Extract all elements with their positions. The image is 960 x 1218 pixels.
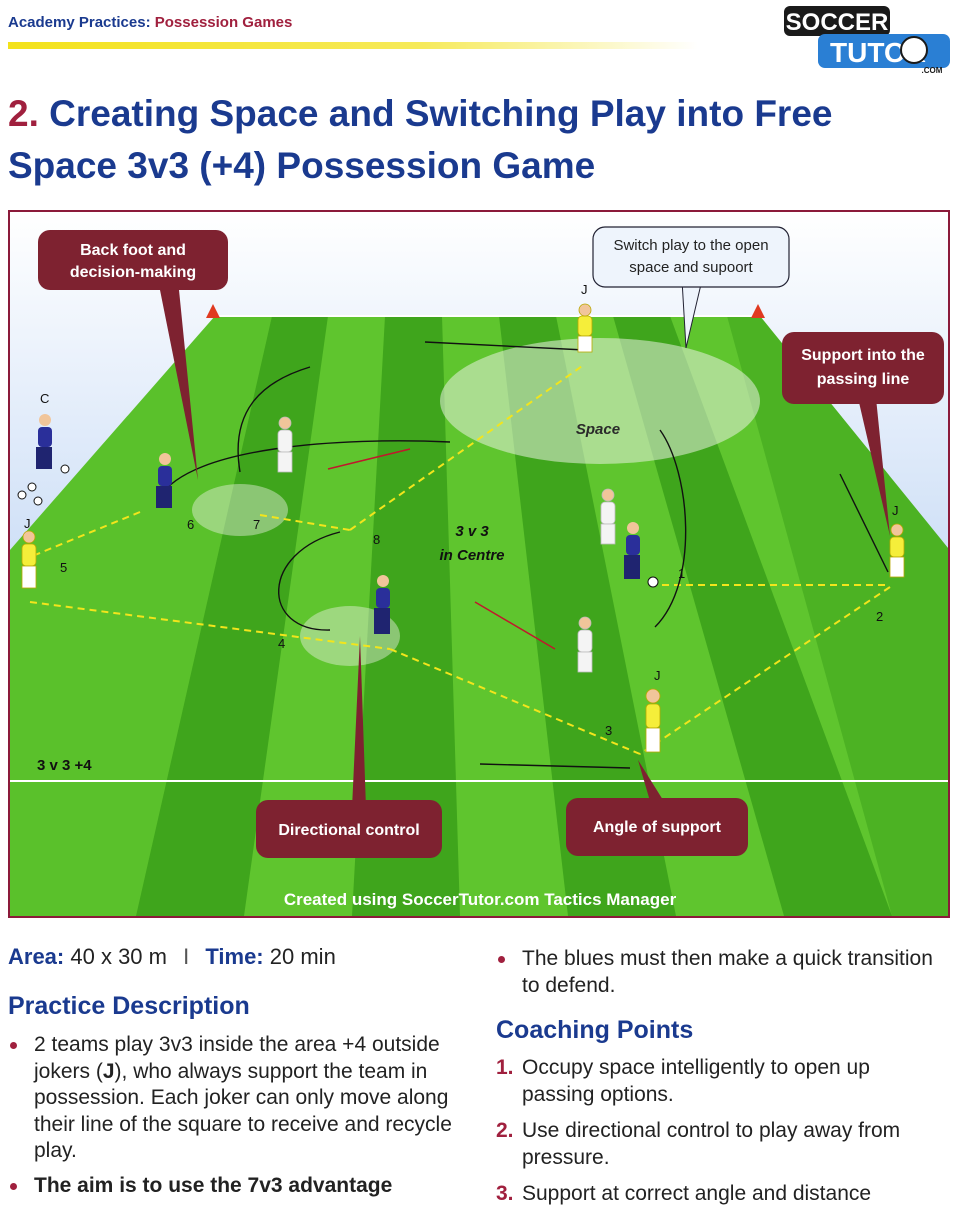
cone-icon [206, 304, 220, 318]
cone-icon [751, 304, 765, 318]
title-number: 2. [8, 93, 39, 134]
practice-description-list-2: The blues must then make a quick transit… [496, 946, 946, 1007]
coaching-point-2: 2.Use directional control to play away f… [496, 1119, 901, 1169]
player-blue [36, 414, 640, 634]
pass-number: 8 [373, 532, 380, 547]
callout-switch-play: Switch play to the open space and supoor… [592, 226, 790, 349]
space-label: Space [576, 421, 620, 438]
player-white [277, 416, 616, 673]
callout-angle: Angle of support [566, 760, 748, 856]
area-time-line: Area: 40 x 30 m I Time: 20 min [8, 944, 336, 970]
joker-label: J [581, 282, 588, 297]
callout-support-line: Support into the passing line [782, 332, 944, 536]
pass-number: 3 [605, 723, 612, 738]
run-arrows [159, 341, 889, 769]
coaching-point-3: 3.Support at correct angle and distance [496, 1182, 872, 1205]
header-underline [8, 42, 698, 49]
space-zone [440, 338, 760, 464]
callout-back-foot-line1: Back foot and [80, 242, 186, 259]
separator: I [183, 944, 190, 969]
series-header: Academy Practices: Possession Games [8, 14, 292, 31]
pass-number: 4 [278, 636, 285, 651]
ball-icon [900, 36, 928, 64]
joker-letter: J [102, 1059, 115, 1083]
page-title: 2. Creating Space and Switching Play int… [8, 88, 948, 192]
callout-directional-text: Directional control [278, 822, 419, 839]
pass-number: 7 [253, 517, 260, 532]
corner-label: 3 v 3 +4 [37, 757, 92, 774]
callout-back-foot-line2: decision-making [70, 264, 196, 281]
joker-label: J [654, 668, 661, 683]
callout-support-line2: passing line [817, 371, 910, 388]
coaching-points-list: 1.Occupy space intelligently to open up … [496, 1055, 946, 1218]
control-zone [192, 484, 288, 536]
time-label: Time: [205, 944, 264, 969]
pass-number: 1 [678, 566, 685, 581]
soccertutor-logo: SOCCER TUTOR .COM [784, 6, 950, 74]
series-topic: Possession Games [154, 14, 293, 31]
defender-run [474, 601, 556, 650]
practice-bullet-3: The blues must then make a quick transit… [496, 946, 946, 999]
grass-field [10, 316, 948, 916]
series-label: Academy Practices: [8, 14, 151, 31]
ball-icon [17, 464, 659, 588]
coaching-points-heading: Coaching Points [496, 1016, 694, 1044]
coach-label: C [40, 391, 49, 406]
pass-number: 5 [60, 560, 67, 575]
practice-description-list: 2 teams play 3v3 inside the area +4 outs… [8, 1032, 456, 1207]
callout-support-line1: Support into the [801, 347, 925, 364]
diagram-credit: Created using SoccerTutor.com Tactics Ma… [284, 890, 677, 909]
callout-switch-line1: Switch play to the open [613, 237, 768, 254]
player-joker [21, 303, 905, 753]
time-value: 20 min [269, 944, 336, 969]
pass-number: 6 [187, 517, 194, 532]
practice-bullet-2: The aim is to use the 7v3 advantage [8, 1173, 456, 1200]
centre-label: 3 v 3 [455, 523, 489, 540]
area-label: Area: [8, 944, 65, 969]
area-value: 40 x 30 m [70, 944, 167, 969]
coaching-point-1: 1.Occupy space intelligently to open up … [496, 1056, 870, 1106]
callout-angle-text: Angle of support [593, 819, 722, 836]
callout-back-foot: Back foot and decision-making [38, 230, 228, 480]
title-text: Creating Space and Switching Play into F… [8, 93, 833, 186]
callout-directional: Directional control [256, 636, 442, 858]
callout-switch-line2: space and supoort [629, 259, 753, 276]
practice-description-heading: Practice Description [8, 992, 250, 1020]
defender-run [327, 448, 411, 470]
practice-diagram: Space 3 v 3 in Centre 3 v 3 +4 C J J J J… [8, 210, 950, 918]
logo-line1: SOCCER [786, 9, 889, 36]
joker-label: J [892, 503, 899, 518]
joker-label: J [24, 516, 31, 531]
pitch-svg: Space 3 v 3 in Centre 3 v 3 +4 C J J J J… [10, 212, 948, 916]
pass-number: 2 [876, 609, 883, 624]
pass-arrows [29, 363, 891, 755]
practice-bullet-1: 2 teams play 3v3 inside the area +4 outs… [8, 1032, 456, 1165]
centre-label-2: in Centre [439, 547, 504, 564]
logo-line3: .COM [922, 66, 943, 74]
